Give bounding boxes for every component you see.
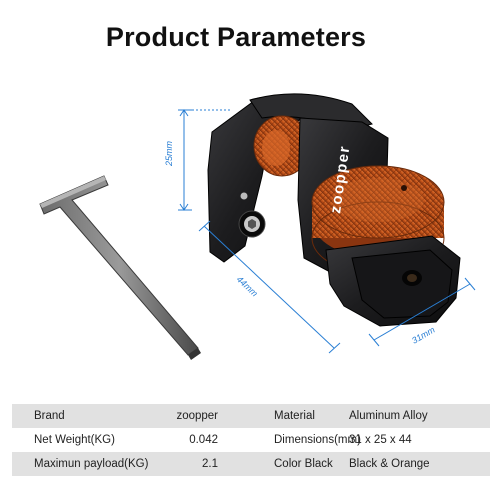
spec-value: Aluminum Alloy [349, 410, 428, 422]
width-dimension-label: 31mm [410, 324, 437, 345]
spec-row-weight: Net Weight(KG) 0.042 Dimensions(mm) 31 x… [12, 428, 490, 452]
spec-value: 31 x 25 x 44 [349, 434, 412, 446]
product-figure: zoopper 25mm 44mm 31mm [39, 93, 476, 360]
spec-label: Maximun payload(KG) [34, 458, 149, 470]
dimension-lines [178, 109, 476, 354]
spec-value: 2.1 [202, 458, 218, 470]
spec-label: Net Weight(KG) [34, 434, 115, 446]
spec-label: Color Black [274, 458, 333, 470]
spec-label: Brand [34, 410, 65, 422]
spec-row-brand: Brand zoopper Material Aluminum Alloy [12, 404, 490, 428]
hex-key-icon [39, 175, 201, 360]
shoe-mount-body: zoopper [207, 93, 461, 327]
length-dimension-label: 44mm [235, 274, 260, 299]
spec-label: Dimensions(mm) [274, 434, 361, 446]
page-title: Product Parameters [105, 22, 367, 52]
spec-value: zoopper [176, 410, 218, 422]
height-dimension-label: 25mm [164, 140, 174, 167]
spec-table: Brand zoopper Material Aluminum Alloy Ne… [12, 404, 490, 476]
spec-value: 0.042 [189, 434, 218, 446]
spec-row-payload: Maximun payload(KG) 2.1 Color Black Blac… [12, 452, 490, 476]
spec-label: Material [274, 410, 315, 422]
spec-value: Black & Orange [349, 458, 430, 470]
